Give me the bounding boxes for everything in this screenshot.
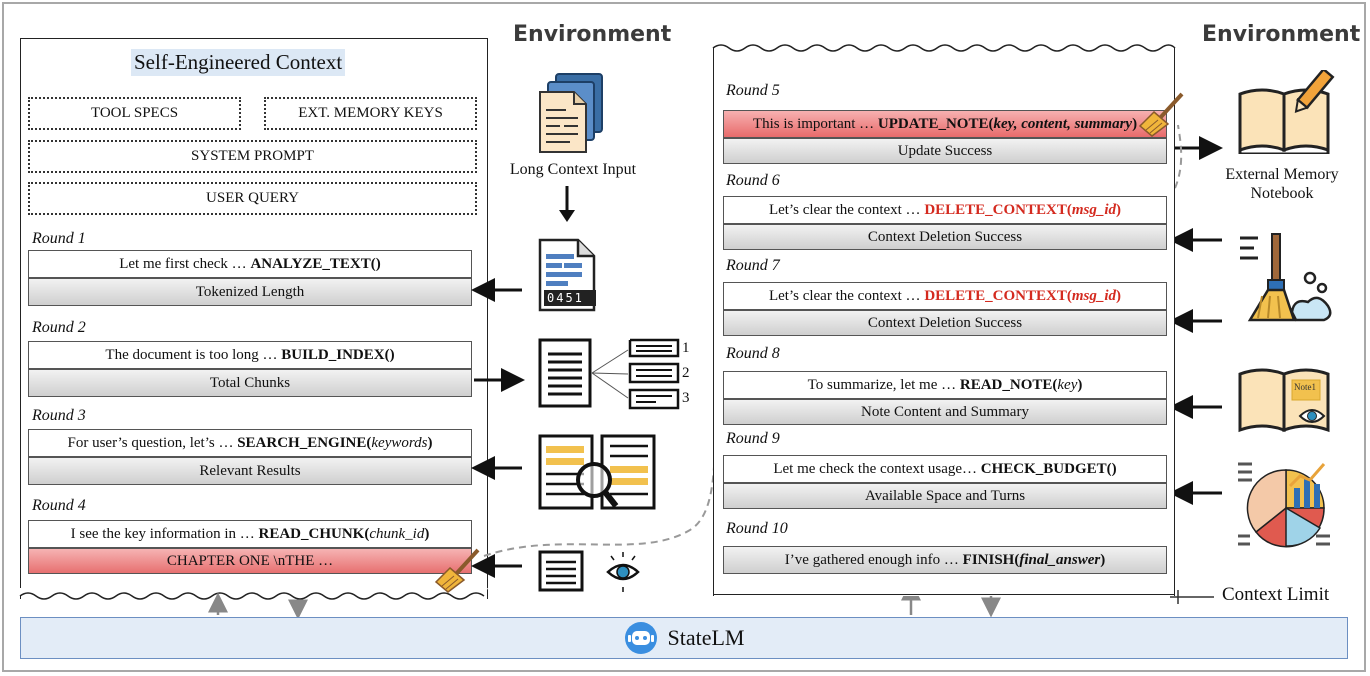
round-message: The document is too long … BUILD_INDEX(): [28, 341, 472, 369]
tool-specs-box: TOOL SPECS: [28, 97, 241, 130]
function-call: DELETE_CONTEXT(: [924, 287, 1072, 304]
function-close: ): [1116, 287, 1122, 304]
statelm-bar: StateLM: [20, 617, 1348, 659]
message-text: Let me check the context usage…: [773, 460, 978, 477]
message-text: For user’s question, let’s …: [67, 434, 234, 451]
message-text: Let’s clear the context …: [768, 287, 921, 304]
round-message-highlighted: This is important … UPDATE_NOTE(key, con…: [723, 110, 1167, 138]
function-call: FINISH(: [962, 551, 1020, 568]
round-label: Round 9: [726, 430, 780, 447]
function-close: ): [1116, 201, 1122, 218]
function-call: BUILD_INDEX(): [281, 346, 395, 363]
round-label: Round 1: [32, 230, 86, 247]
round-result: Update Success: [723, 138, 1167, 164]
message-text: This is important …: [752, 115, 875, 132]
chunk-number: 2: [682, 365, 690, 381]
function-args: msg_id: [1071, 201, 1117, 218]
external-memory-line1: External Memory: [1225, 166, 1339, 183]
chunk-number: 3: [682, 390, 690, 406]
environment-header-left: Environment: [513, 22, 672, 47]
round-message: Let me first check … ANALYZE_TEXT(): [28, 250, 472, 278]
statelm-label: StateLM: [667, 625, 745, 650]
round-result-highlighted: CHAPTER ONE \nTHE …: [28, 548, 472, 574]
arrow-down: [559, 186, 575, 222]
round-result: Context Deletion Success: [723, 224, 1167, 250]
context-limit-label: Context Limit: [1222, 584, 1330, 605]
message-text: To summarize, let me …: [807, 376, 957, 393]
environment-header-right: Environment: [1202, 22, 1361, 47]
round-message-final: I’ve gathered enough info … FINISH(final…: [723, 546, 1167, 574]
right-panel-bottom: [713, 594, 1175, 595]
function-close: ): [1077, 376, 1083, 393]
token-counter-text: 0451: [547, 291, 584, 305]
function-args: final_answer: [1019, 551, 1101, 568]
message-text: Let’s clear the context …: [768, 201, 921, 218]
message-text: I’ve gathered enough info …: [784, 551, 959, 568]
message-text: I see the key information in …: [70, 525, 255, 542]
broom-sweep-icon: [1240, 233, 1332, 322]
ext-memory-keys-box: EXT. MEMORY KEYS: [264, 97, 477, 130]
round-message: For user’s question, let’s … SEARCH_ENGI…: [28, 429, 472, 457]
chunk-split-icon: [538, 338, 680, 410]
documents-stack-icon: [539, 73, 603, 153]
external-memory-line2: Notebook: [1250, 185, 1314, 202]
function-args: keywords: [371, 434, 428, 451]
function-call: ANALYZE_TEXT(): [250, 255, 381, 272]
long-context-input-label: Long Context Input: [509, 161, 637, 178]
round-label: Round 7: [726, 257, 780, 274]
function-args: key: [1057, 376, 1078, 393]
round-label: Round 8: [726, 345, 780, 362]
context-title: Self-Engineered Context: [131, 49, 346, 76]
function-args: chunk_id: [369, 525, 425, 542]
external-memory-label: External Memory Notebook: [1200, 165, 1364, 203]
function-args: msg_id: [1071, 287, 1117, 304]
round-result: Tokenized Length: [28, 278, 472, 306]
function-close: ): [1132, 115, 1138, 132]
round-label: Round 2: [32, 319, 86, 336]
function-close: ): [1100, 551, 1106, 568]
chunk-number: 1: [682, 340, 690, 356]
notebook-pencil-icon: [1238, 70, 1335, 154]
round-label: Round 3: [32, 407, 86, 424]
round-label: Round 6: [726, 172, 780, 189]
search-documents-icon: [538, 434, 656, 510]
read-chunk-icon: [538, 550, 640, 592]
round-result: Relevant Results: [28, 457, 472, 485]
message-text: Let me first check …: [119, 255, 247, 272]
function-call: CHECK_BUDGET(): [980, 460, 1117, 477]
function-call: READ_CHUNK(: [258, 525, 370, 542]
function-call: READ_NOTE(: [959, 376, 1058, 393]
right-panel-torn-top: [712, 44, 1176, 52]
left-panel-torn-edge: [18, 588, 488, 600]
function-call: DELETE_CONTEXT(: [924, 201, 1072, 218]
pie-chart-analytics-icon: [1238, 462, 1330, 548]
statelm-robot-icon: [624, 622, 657, 654]
system-prompt-box: SYSTEM PROMPT: [28, 140, 477, 173]
function-args: key, content, summary: [993, 115, 1133, 132]
round-message: Let’s clear the context … DELETE_CONTEXT…: [723, 282, 1167, 310]
function-call: UPDATE_NOTE(: [877, 115, 994, 132]
notebook-eye-icon: [1238, 368, 1330, 433]
round-message: I see the key information in … READ_CHUN…: [28, 520, 472, 548]
message-text: The document is too long …: [105, 346, 278, 363]
round-label: Round 5: [726, 82, 780, 99]
round-result: Context Deletion Success: [723, 310, 1167, 336]
round-message: To summarize, let me … READ_NOTE(key): [723, 371, 1167, 399]
user-query-box: USER QUERY: [28, 182, 477, 215]
round-result: Total Chunks: [28, 369, 472, 397]
broom-icon: [1138, 92, 1184, 137]
round-label: Round 4: [32, 497, 86, 514]
broom-icon: [434, 548, 480, 593]
round-message: Let me check the context usage… CHECK_BU…: [723, 455, 1167, 483]
round-label: Round 10: [726, 520, 788, 537]
self-engineered-context-panel: [20, 38, 488, 599]
function-call: SEARCH_ENGINE(: [237, 434, 372, 451]
note-tag: Note1: [1294, 382, 1316, 392]
round-message: Let’s clear the context … DELETE_CONTEXT…: [723, 196, 1167, 224]
round-result: Available Space and Turns: [723, 483, 1167, 509]
round-result: Note Content and Summary: [723, 399, 1167, 425]
function-close: ): [424, 525, 430, 542]
function-close: ): [427, 434, 433, 451]
